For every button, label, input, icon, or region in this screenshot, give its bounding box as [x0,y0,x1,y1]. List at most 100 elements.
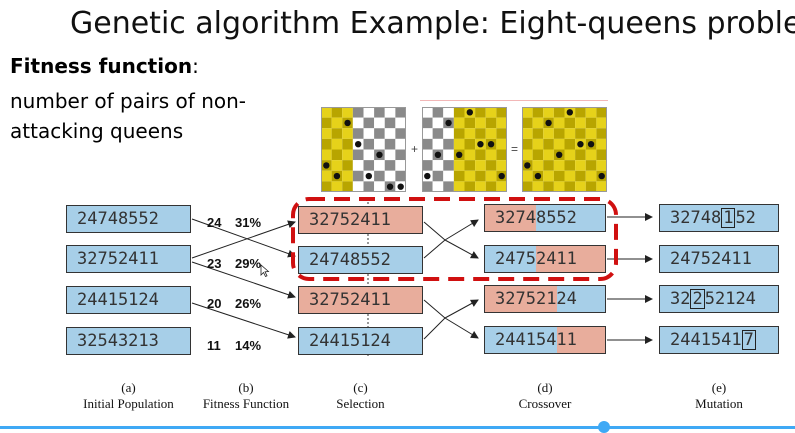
selection-head: 24415 [309,331,361,351]
fitness-description: number of pairs of non-attacking queens [10,89,246,143]
queen-piece [556,151,563,158]
fitness-percent: 31% [235,215,262,230]
board-square [363,149,375,161]
column-label-c: (c)Selection [336,380,385,411]
board-square [342,107,353,118]
board-square [464,138,476,150]
board-square [464,160,476,171]
board-square [432,181,444,192]
chess-board-child [522,107,607,192]
board-square [585,170,597,182]
mutation-pre: 32748 [670,208,722,228]
board-square [464,149,476,161]
column-label-e: (e)Mutation [695,380,743,411]
board-square [596,117,607,129]
board-square [532,128,544,139]
queen-piece [355,141,362,148]
column-label-b: (b)Fitness Function [202,380,290,411]
board-square [384,138,396,150]
board-square [532,107,544,118]
board-square [532,149,544,161]
queen-piece [376,151,383,158]
board-square [532,181,544,192]
crossover-tail: 48552 [525,208,577,228]
board-square [596,138,607,150]
board-square [352,117,364,129]
board-square [553,117,565,129]
board-square [374,138,385,150]
board-square [384,149,396,161]
board-square [432,128,444,139]
selection-head: 327 [309,210,340,230]
crossover-lines-bottom [423,299,446,340]
board-square [464,170,476,182]
board-square [443,149,454,161]
crossover-head: 247 [495,249,526,269]
board-square [564,117,576,129]
mouse-cursor [260,264,270,278]
board-square [432,138,444,150]
mutated-digit: 1 [721,208,736,228]
board-square [363,128,375,139]
board-square [432,107,444,118]
bottom-progress-line [0,426,795,429]
board-square [443,160,454,171]
board-square [543,138,554,150]
board-square [395,170,406,182]
selection-tail: 411 [360,290,391,310]
board-square [342,170,353,182]
queen-piece [587,141,595,148]
queen-piece [545,119,552,127]
board-square [496,128,507,139]
board-square [453,138,465,150]
mutated-digit: 7 [741,330,756,350]
board-square [342,181,353,192]
board-square [564,128,576,139]
board-square [331,160,343,171]
board-square [384,107,396,118]
board-square [331,128,343,139]
mutation-post: 52 [735,208,756,228]
board-square [422,117,433,129]
board-border [321,107,406,192]
board-square [395,138,406,150]
board-square [543,181,554,192]
board-square [352,107,364,118]
fitness-score: 24 [207,215,222,230]
queen-piece [365,172,372,180]
crossover-tail: 124 [546,289,577,309]
board-square [532,160,544,171]
board-square [575,181,586,192]
fitness-heading-text: Fitness function [10,54,193,78]
board-square [575,107,586,118]
board-square [443,181,454,192]
board-square [363,138,375,150]
board-square [352,181,364,192]
board-square [422,160,433,171]
crossover-tail: 52411 [525,249,577,269]
bottom-progress-dot [598,421,610,433]
mutation-pre: 32 [670,289,691,309]
board-square [352,170,364,182]
board-square [342,160,353,171]
board-square [485,181,497,192]
board-square [585,181,597,192]
board-square [564,181,576,192]
queen-piece [524,162,531,169]
queen-piece [566,109,573,116]
board-square [564,138,576,150]
board-square [443,107,454,118]
population-box: 32543213 [66,327,191,355]
chess-board-parent-2 [422,107,507,192]
board-square [352,149,364,161]
board-square [331,181,343,192]
board-square [321,128,332,139]
board-square [575,170,586,182]
